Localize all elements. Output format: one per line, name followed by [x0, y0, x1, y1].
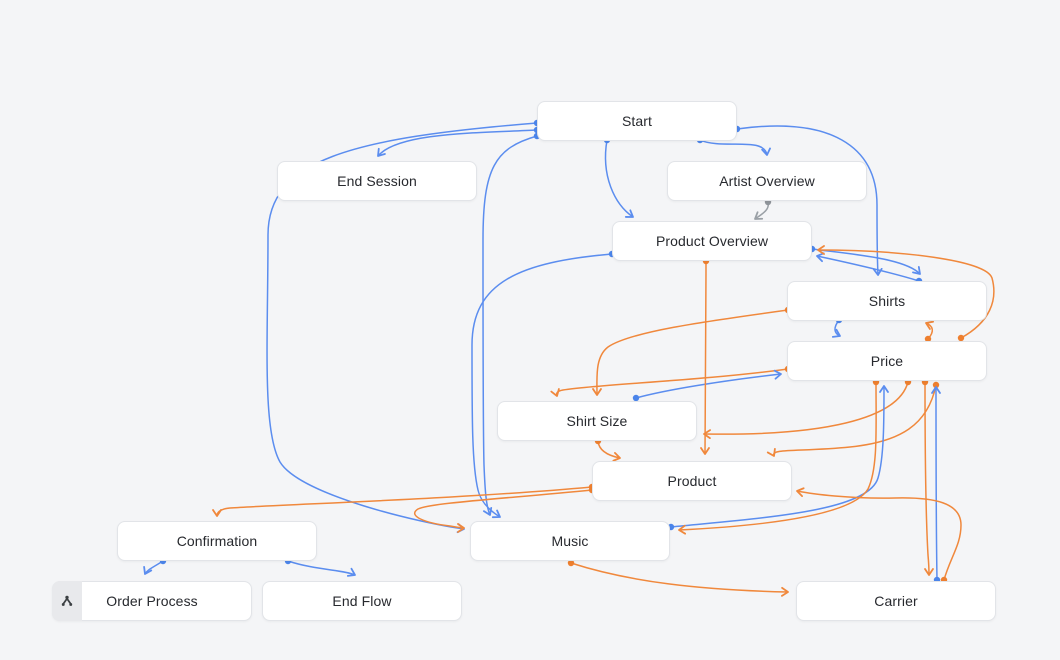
edge-carrier-to-product[interactable]: [796, 487, 962, 581]
edge-price-to-shirt-size[interactable]: [703, 381, 909, 440]
node-label: Product Overview: [655, 233, 769, 249]
node-product-overview[interactable]: Product Overview: [612, 221, 812, 261]
node-shirt-size[interactable]: Shirt Size: [497, 401, 697, 441]
edge-start-to-music[interactable]: [482, 135, 538, 516]
edge-start-to-artist-overview[interactable]: [699, 139, 771, 156]
edge-shirts-to-shirt-size[interactable]: [592, 309, 789, 396]
node-carrier[interactable]: Carrier: [796, 581, 996, 621]
edge-price-to-shirt-size[interactable]: [550, 368, 789, 397]
edge-shirts-to-product-overview[interactable]: [816, 252, 920, 282]
node-end-flow[interactable]: End Flow: [262, 581, 462, 621]
node-label: Start: [621, 113, 653, 129]
edge-price-to-carrier[interactable]: [924, 381, 934, 576]
edge-confirmation-to-order-process[interactable]: [143, 560, 164, 575]
node-product[interactable]: Product: [592, 461, 792, 501]
node-shirts[interactable]: Shirts: [787, 281, 987, 321]
node-price[interactable]: Price: [787, 341, 987, 381]
node-label: Artist Overview: [719, 173, 815, 189]
edge-start-to-shirts[interactable]: [736, 125, 883, 276]
node-end-session[interactable]: End Session: [277, 161, 477, 201]
edge-product-overview-to-shirts[interactable]: [811, 248, 921, 275]
node-start[interactable]: Start: [537, 101, 737, 141]
node-label: Product: [667, 473, 717, 489]
node-label: Order Process: [106, 593, 198, 609]
node-label: Shirt Size: [566, 413, 628, 429]
edge-source-dot: [632, 394, 640, 402]
subflow-icon: [52, 581, 82, 621]
edge-product-to-confirmation[interactable]: [212, 486, 593, 517]
edge-source-dot: [567, 559, 575, 567]
edge-source-dot: [957, 334, 965, 342]
node-music[interactable]: Music: [470, 521, 670, 561]
edge-start-to-end-session[interactable]: [377, 129, 538, 157]
edge-carrier-to-price[interactable]: [931, 386, 941, 581]
edge-price-to-music[interactable]: [678, 381, 877, 535]
edge-source-dot: [924, 335, 932, 343]
node-confirmation[interactable]: Confirmation: [117, 521, 317, 561]
node-label: End Session: [337, 173, 417, 189]
node-order-process[interactable]: Order Process: [52, 581, 252, 621]
edge-product-to-music[interactable]: [414, 489, 593, 533]
edge-music-to-price[interactable]: [670, 385, 889, 528]
node-artist-overview[interactable]: Artist Overview: [667, 161, 867, 201]
node-label: Price: [870, 353, 904, 369]
node-label: End Flow: [332, 593, 392, 609]
node-label: Carrier: [874, 593, 918, 609]
edge-start-to-product-overview[interactable]: [604, 139, 634, 218]
edge-music-to-carrier[interactable]: [570, 562, 789, 597]
edge-confirmation-to-end-flow[interactable]: [287, 560, 356, 577]
edge-product-overview-to-music[interactable]: [471, 253, 613, 519]
edge-shirt-size-to-price[interactable]: [635, 369, 782, 399]
node-label: Music: [551, 533, 589, 549]
node-label: Confirmation: [176, 533, 258, 549]
edge-product-overview-to-product[interactable]: [700, 260, 710, 455]
edge-shirt-size-to-product[interactable]: [597, 440, 621, 462]
node-label: Shirts: [868, 293, 906, 309]
